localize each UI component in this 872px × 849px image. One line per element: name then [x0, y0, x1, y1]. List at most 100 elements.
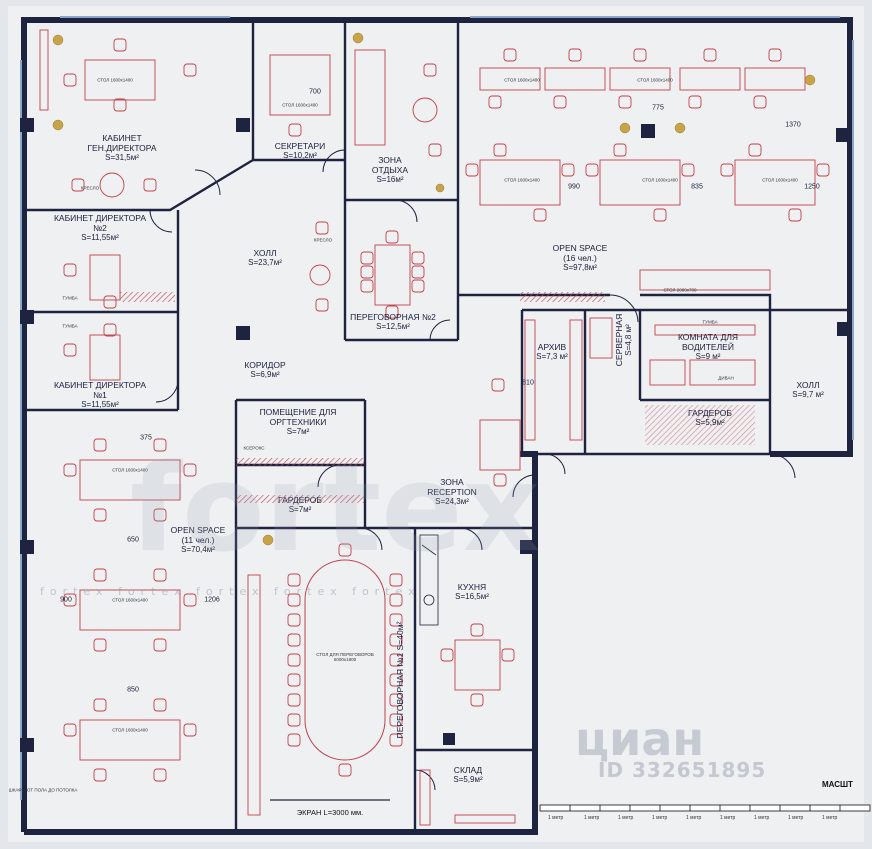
chair — [287, 673, 301, 687]
chair — [360, 279, 374, 293]
tumba-label: ТУМБА — [62, 323, 78, 329]
chair — [411, 251, 425, 265]
chair — [568, 48, 582, 62]
furniture-piece — [269, 54, 331, 116]
room-area: S=70,4м² — [181, 545, 215, 554]
desk-label: СТОЛ 2000х700 — [663, 287, 697, 293]
room-name: OPEN SPACE (16 чел.) — [552, 243, 608, 263]
furniture-piece — [639, 269, 771, 291]
dimension-label: 1206 — [204, 596, 220, 604]
furniture-piece — [454, 814, 516, 824]
furniture-piece — [649, 359, 686, 386]
chair — [613, 143, 627, 157]
room-area: S=24,3м² — [435, 497, 469, 506]
chair — [493, 143, 507, 157]
chair — [63, 343, 77, 357]
chair — [385, 230, 399, 244]
chair — [360, 251, 374, 265]
chair — [720, 163, 734, 177]
room-area: S=7,3 м² — [536, 352, 568, 361]
chair — [703, 48, 717, 62]
chair — [103, 323, 117, 337]
meeting-table-label: СТОЛ ДЛЯ ПЕРЕГОВОРОВ 6000х1800 — [316, 652, 374, 662]
furniture-piece — [599, 159, 681, 206]
scale-unit: 1 метр — [686, 815, 702, 821]
chair — [153, 568, 167, 582]
room-area: S=11,55м² — [81, 400, 119, 409]
room-area: S=7м² — [288, 505, 312, 514]
room-name: КАБИНЕТ ГЕН.ДИРЕКТОРА — [87, 133, 157, 153]
chair — [183, 63, 197, 77]
screen-label: ЭКРАН L=3000 мм. — [296, 808, 364, 817]
chair — [389, 673, 403, 687]
furniture-piece — [79, 719, 181, 761]
chair — [287, 653, 301, 667]
furniture — [39, 29, 830, 826]
furniture-piece — [609, 67, 671, 91]
chair — [681, 163, 695, 177]
chair — [389, 613, 403, 627]
chair — [153, 698, 167, 712]
chair — [287, 713, 301, 727]
room-name: СЕРВЕРНАЯ — [614, 313, 624, 367]
chair — [411, 265, 425, 279]
kreslo-label: КРЕСЛО — [80, 185, 100, 191]
scale-unit: 1 метр — [618, 815, 634, 821]
scale-unit: 1 метр — [720, 815, 736, 821]
room-area: S=5,9м² — [453, 775, 483, 784]
doors — [149, 149, 796, 791]
chair — [491, 378, 505, 392]
room-name: СКЛАД — [453, 765, 483, 775]
chair — [389, 633, 403, 647]
chair — [338, 543, 352, 557]
room-area: S=16м² — [376, 175, 404, 184]
chair — [633, 48, 647, 62]
tumba-label: ТУМБА — [62, 295, 78, 301]
chair — [153, 638, 167, 652]
chair — [470, 623, 484, 637]
kreslo-label: КРЕСЛО — [313, 237, 333, 243]
room-name: ХОЛЛ — [796, 380, 820, 390]
chair — [533, 208, 547, 222]
watermark-large: fortex — [130, 440, 540, 579]
room-label-meeting-1: ПЕРЕГОВОРНАЯ №1 S=40м² — [395, 622, 405, 739]
hatched-walls — [120, 292, 755, 503]
kitchen-counter — [419, 534, 439, 626]
chair — [287, 593, 301, 607]
chair — [287, 633, 301, 647]
room-name: КОРИДОР — [244, 360, 286, 370]
dimension-label: 900 — [60, 596, 72, 604]
dimension-label: 990 — [568, 183, 580, 191]
chair — [93, 638, 107, 652]
chair — [93, 568, 107, 582]
chair — [153, 508, 167, 522]
furniture-piece — [689, 359, 756, 386]
chair — [493, 473, 507, 487]
desk-label: СТОЛ 1600х1400 — [504, 177, 540, 183]
chair — [553, 95, 567, 109]
desk-label: СТОЛ 1600х1400 — [282, 102, 318, 108]
room-name: КУХНЯ — [457, 582, 487, 592]
chair — [93, 768, 107, 782]
room-area: S=97,8м² — [563, 263, 597, 272]
divan-label: ДИВАН — [718, 375, 734, 381]
desk-label: СТОЛ 1600х1400 — [97, 77, 133, 83]
desk-label: СТОЛ 1600х1400 — [112, 597, 148, 603]
dimension-label: 375 — [140, 434, 152, 442]
chair — [153, 438, 167, 452]
listing-id: ID 332651895 — [598, 758, 767, 782]
chair — [287, 693, 301, 707]
furniture-piece — [79, 589, 181, 631]
room-area: S=12,5м² — [376, 322, 410, 331]
round-table — [99, 172, 125, 198]
room-name: ЗОНА ОТДЫХА — [371, 155, 409, 175]
furniture-piece — [79, 459, 181, 501]
furniture-piece — [374, 244, 411, 306]
